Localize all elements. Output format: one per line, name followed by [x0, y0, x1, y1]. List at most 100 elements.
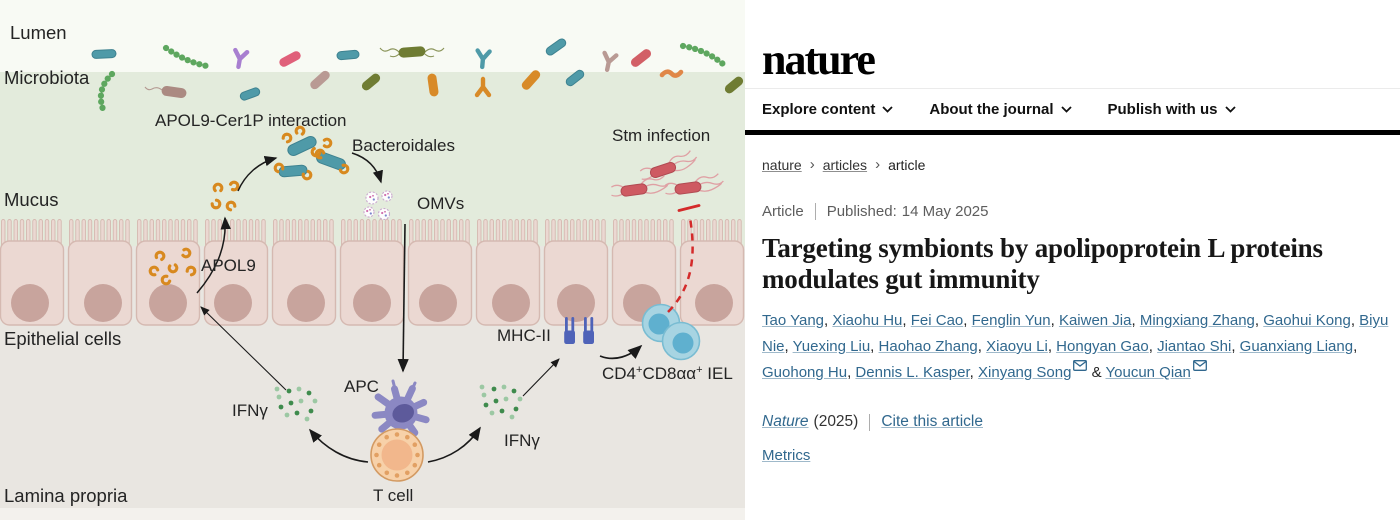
author-link[interactable]: Haohao Zhang — [878, 338, 978, 355]
author-link[interactable]: Biyu Nie — [762, 312, 1389, 355]
author-link[interactable]: Fenglin Yun — [971, 312, 1051, 329]
breadcrumb-separator: › — [809, 156, 815, 173]
chevron-down-icon — [1224, 106, 1236, 113]
nav-label: Publish with us — [1107, 101, 1218, 118]
apol9-protein — [314, 148, 326, 160]
author-link[interactable]: Gaohui Kong — [1263, 312, 1351, 329]
apol9-protein — [281, 132, 293, 144]
author-link[interactable]: Mingxiang Zhang — [1139, 312, 1255, 329]
breadcrumb-articles[interactable]: articles — [822, 156, 868, 173]
nav-publish-with-us[interactable]: Publish with us — [1108, 101, 1236, 118]
flagella — [379, 47, 445, 58]
label-apol9: APOL9 — [201, 256, 256, 275]
apol9-protein — [160, 274, 172, 286]
bacterium-chain — [679, 42, 727, 68]
inhibition-dashed-line — [667, 217, 694, 313]
author-link[interactable]: Youcun Qian — [1105, 364, 1191, 381]
flagellum — [144, 86, 163, 91]
nature-article-panel: nature Explore content About the journal… — [745, 0, 1400, 520]
bacterium-rod — [336, 49, 360, 61]
omv-vesicle — [365, 191, 379, 205]
apol9-protein — [301, 169, 313, 181]
email-icon[interactable] — [1192, 360, 1207, 371]
breadcrumb-article: article — [888, 156, 926, 173]
author-link[interactable]: Jiantao Shi — [1157, 338, 1232, 355]
author-link[interactable]: Guohong Hu — [762, 364, 848, 381]
author-link[interactable]: Tao Yang — [762, 312, 824, 329]
cite-this-article-link[interactable]: Cite this article — [881, 413, 983, 430]
label-epithelial-cells: Epithelial cells — [4, 328, 121, 349]
author-link[interactable]: Xiaohu Hu — [832, 312, 903, 329]
author-link[interactable]: Fei Cao — [910, 312, 964, 329]
arrow-mhc2-to-iel — [599, 344, 643, 360]
epithelial-cell — [475, 219, 541, 326]
author-link[interactable]: Dennis L. Kasper — [855, 364, 970, 381]
gut-immunity-figure: Lumen Microbiota APOL9-Cer1P interaction… — [0, 0, 745, 520]
bacterium-rod — [161, 85, 187, 99]
apol9-protein — [167, 263, 179, 274]
breadcrumb-separator: › — [875, 156, 881, 173]
salmonella — [665, 173, 724, 195]
t-cell — [370, 428, 424, 482]
metrics-link[interactable]: Metrics — [762, 447, 811, 464]
article-type: Article — [762, 203, 804, 220]
citation-year: (2025) — [813, 413, 859, 430]
mucus-zone — [0, 72, 745, 246]
label-microbiota: Microbiota — [4, 67, 90, 88]
bacterium-y — [474, 76, 492, 98]
arrow-tcell-to-ifng-left — [308, 428, 369, 463]
article-title: Targeting symbionts by apolipoprotein L … — [762, 233, 1323, 294]
label-lamina-propria: Lamina propria — [4, 485, 128, 506]
cell-nucleus — [149, 284, 187, 322]
cell-nucleus — [11, 284, 49, 322]
apol9-protein — [148, 265, 160, 277]
epithelial-cell — [0, 219, 65, 326]
nav-label: Explore content — [762, 101, 876, 118]
cell-nucleus — [214, 284, 252, 322]
author-link[interactable]: Guanxiang Liang — [1239, 338, 1354, 355]
label-ifng-left: IFNγ — [232, 401, 268, 420]
email-icon[interactable] — [1073, 360, 1088, 371]
label-lumen: Lumen — [10, 22, 67, 43]
chevron-down-icon — [882, 106, 893, 113]
nav-about-the-journal[interactable]: About the journal — [929, 101, 1072, 118]
label-bacteroidales: Bacteroidales — [352, 136, 455, 155]
label-ifng-right: IFNγ — [504, 431, 540, 450]
bacterium-chain — [97, 70, 116, 116]
apol9-protein — [294, 125, 306, 136]
mhc2-molecule — [583, 317, 594, 344]
cell-nucleus — [492, 284, 530, 322]
cell-nucleus — [557, 284, 595, 322]
label-mhc2: MHC-II — [497, 326, 551, 345]
omv-vesicle — [377, 207, 391, 221]
author-link[interactable]: Yuexing Liu — [792, 338, 871, 355]
ifng-cluster — [274, 386, 318, 422]
bacterium-rod — [91, 49, 117, 59]
nature-logo[interactable]: nature — [762, 35, 876, 84]
author-link[interactable]: Xiaoyu Li — [986, 338, 1048, 355]
bottom-strip — [0, 508, 745, 520]
label-t-cell: T cell — [373, 486, 413, 505]
bacterium-rod — [361, 73, 381, 91]
bacteroidales-rod — [287, 135, 317, 157]
author-separator: & — [1087, 364, 1106, 381]
salmonella — [611, 175, 670, 197]
epithelial-cell — [679, 219, 745, 326]
author-link[interactable]: Hongyan Gao — [1056, 338, 1149, 355]
apc-cell — [371, 379, 430, 447]
author-link[interactable]: Xinyang Song — [978, 364, 1072, 381]
apol9-protein — [181, 247, 192, 259]
arrow-omvs-to-apc — [397, 223, 409, 373]
arrow-bacteroidales-to-omvs — [351, 152, 383, 184]
arrow-apol9-secretion — [196, 216, 231, 294]
label-apc: APC — [344, 377, 379, 396]
bacteroidales-cluster — [273, 125, 350, 181]
apol9-protein — [228, 180, 240, 192]
label-mucus: Mucus — [4, 189, 59, 210]
author-link[interactable]: Kaiwen Jia — [1058, 312, 1132, 329]
journal-link[interactable]: Nature — [762, 413, 809, 430]
bacterium-y — [233, 47, 250, 70]
nav-explore-content[interactable]: Explore content — [762, 101, 893, 118]
breadcrumb-nature[interactable]: nature — [762, 156, 802, 173]
